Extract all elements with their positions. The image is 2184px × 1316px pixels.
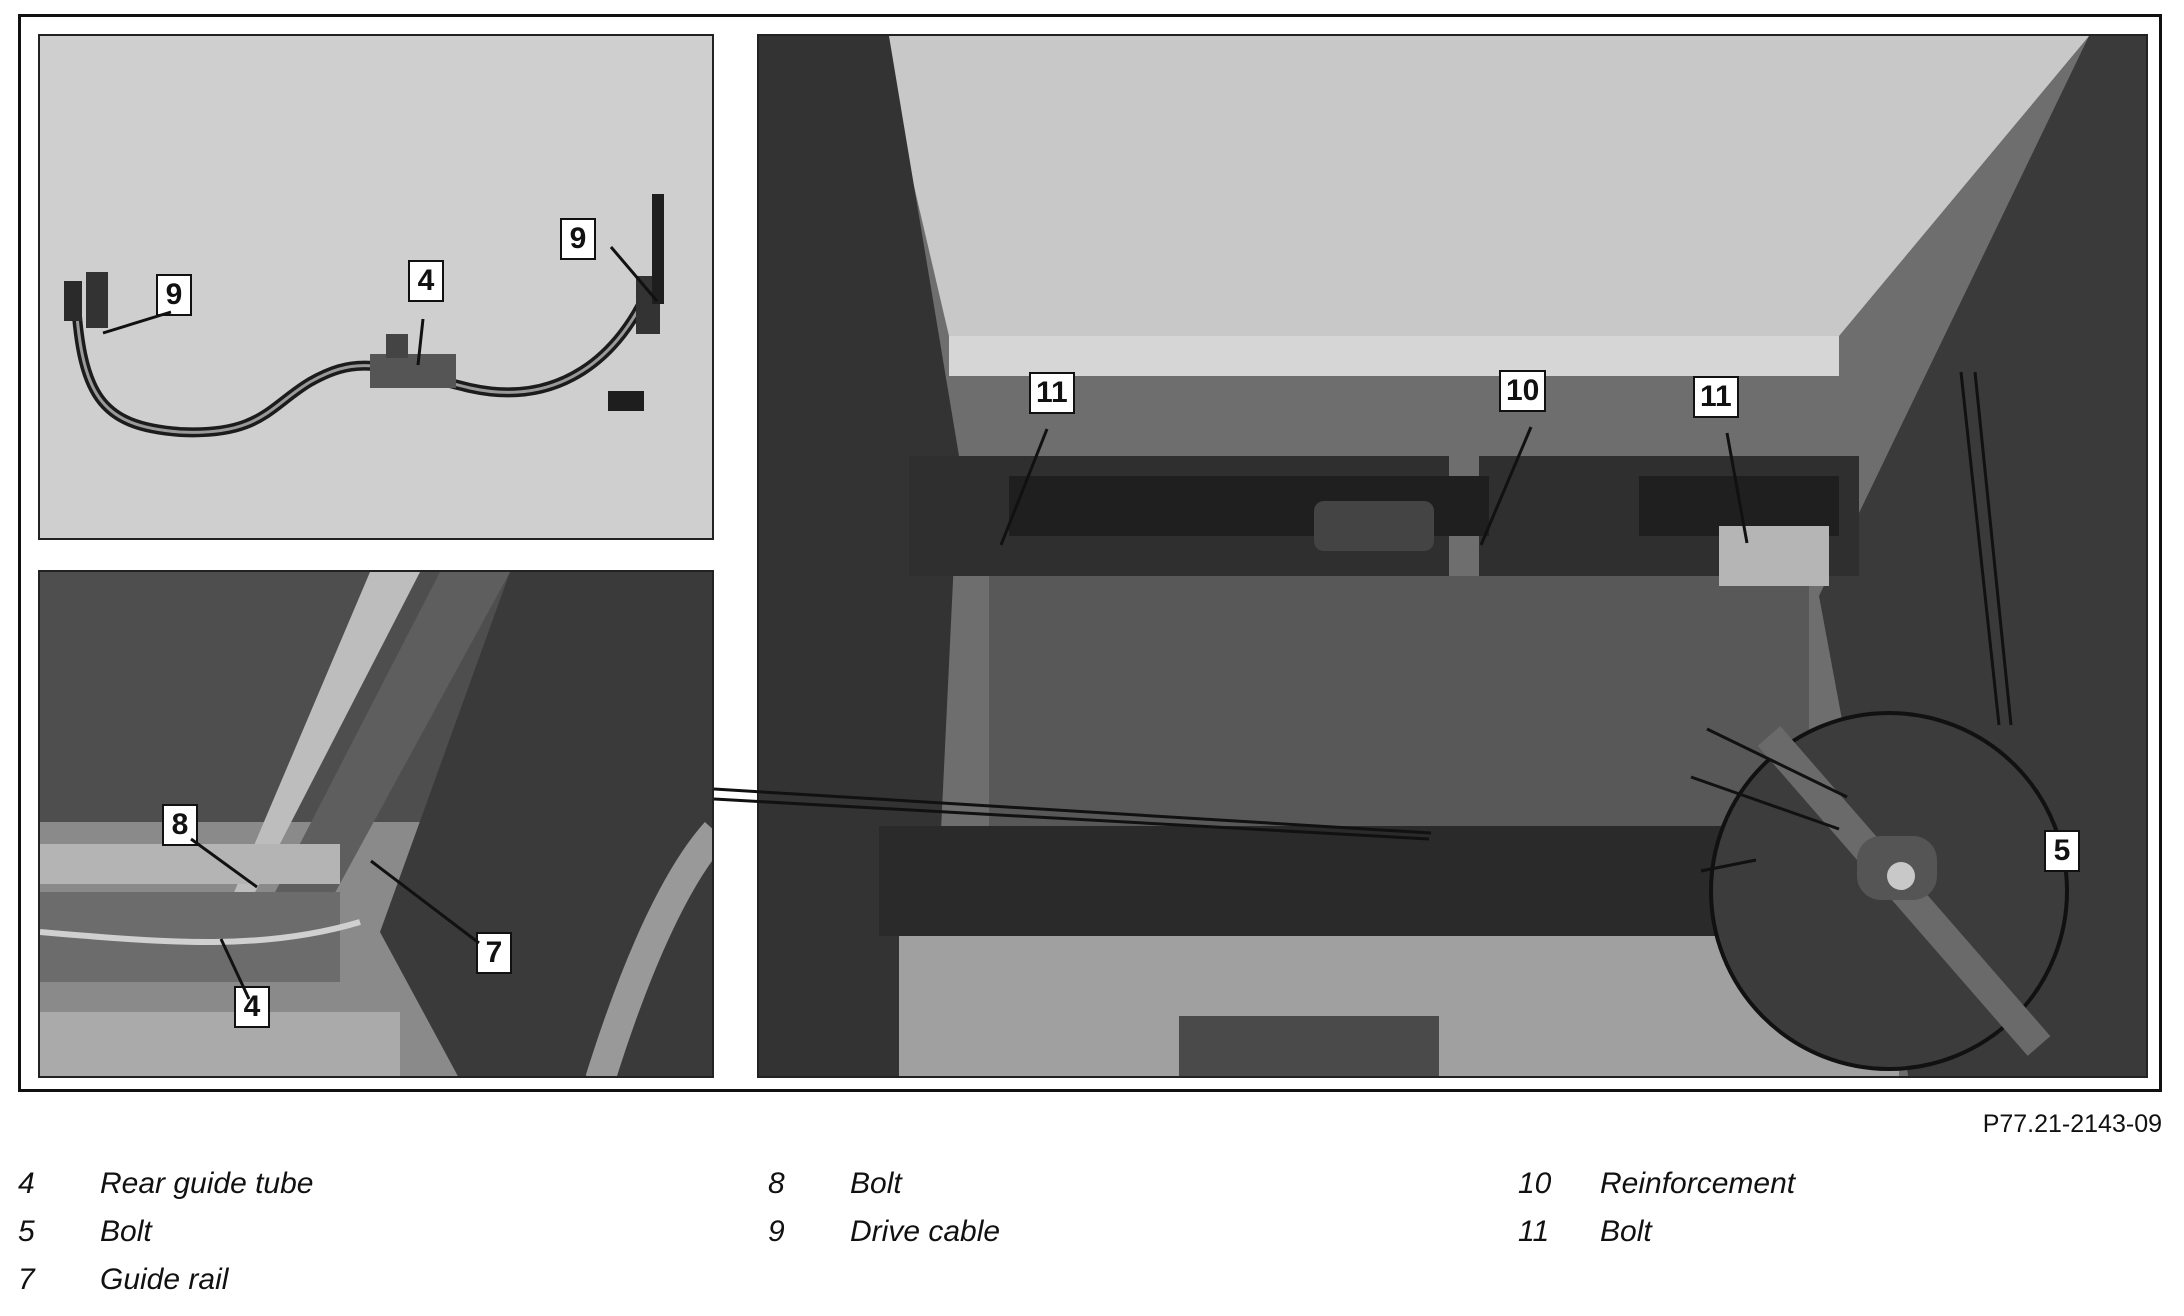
callout-11-left: 11 bbox=[1029, 372, 1075, 414]
legend-item: 11 Bolt bbox=[1518, 1208, 2184, 1256]
legend-item: 8 Bolt bbox=[768, 1160, 1468, 1208]
legend-label: Reinforcement bbox=[1600, 1167, 1796, 1200]
callout-7: 7 bbox=[476, 932, 512, 974]
legend-column-2: 8 Bolt 9 Drive cable bbox=[768, 1160, 1468, 1256]
legend-number: 8 bbox=[768, 1167, 785, 1200]
legend-number: 11 bbox=[1518, 1215, 1550, 1248]
figure-code: P77.21-2143-09 bbox=[1982, 1110, 2162, 1138]
callout-10: 10 bbox=[1499, 370, 1547, 412]
roof-frame-illustration bbox=[759, 36, 2146, 1076]
legend-label: Bolt bbox=[850, 1167, 902, 1200]
leader-lines bbox=[102, 246, 2013, 1000]
legend-item: 10 Reinforcement bbox=[1518, 1160, 2184, 1208]
legend-item: 7 Guide rail bbox=[18, 1256, 718, 1304]
legend-label: Rear guide tube bbox=[100, 1167, 314, 1200]
legend-number: 5 bbox=[18, 1215, 35, 1248]
legend-label: Bolt bbox=[1600, 1215, 1652, 1248]
figure-frame: 9 4 9 8 7 4 bbox=[18, 14, 2162, 1092]
panel-roof-frame: 11 10 11 5 bbox=[757, 34, 2148, 1078]
legend-column-3: 10 Reinforcement 11 Bolt bbox=[1518, 1160, 2184, 1256]
panel-guide-rail-closeup: 8 7 4 bbox=[38, 570, 714, 1078]
legend-number: 7 bbox=[18, 1263, 35, 1296]
legend-label: Bolt bbox=[100, 1215, 152, 1248]
legend-label: Drive cable bbox=[850, 1215, 1001, 1248]
legend-item: 5 Bolt bbox=[18, 1208, 718, 1256]
legend-number: 9 bbox=[768, 1215, 785, 1248]
drive-cable-illustration bbox=[40, 36, 712, 538]
legend-number: 10 bbox=[1518, 1167, 1552, 1200]
callout-9-left: 9 bbox=[156, 274, 192, 316]
callout-9-right: 9 bbox=[560, 218, 596, 260]
legend-column-1: 4 Rear guide tube 5 Bolt 7 Guide rail bbox=[18, 1160, 718, 1304]
panel-drive-cable-assembly: 9 4 9 bbox=[38, 34, 714, 540]
legend-item: 4 Rear guide tube bbox=[18, 1160, 718, 1208]
callout-4-center: 4 bbox=[408, 260, 444, 302]
legend-number: 4 bbox=[18, 1167, 35, 1200]
callout-11-right: 11 bbox=[1693, 376, 1739, 418]
legend-item: 9 Drive cable bbox=[768, 1208, 1468, 1256]
legend-label: Guide rail bbox=[100, 1263, 229, 1296]
guide-rail-illustration bbox=[40, 572, 712, 1076]
legend: 4 Rear guide tube 5 Bolt 7 Guide rail 8 … bbox=[18, 1160, 2168, 1310]
callout-5: 5 bbox=[2044, 830, 2080, 872]
